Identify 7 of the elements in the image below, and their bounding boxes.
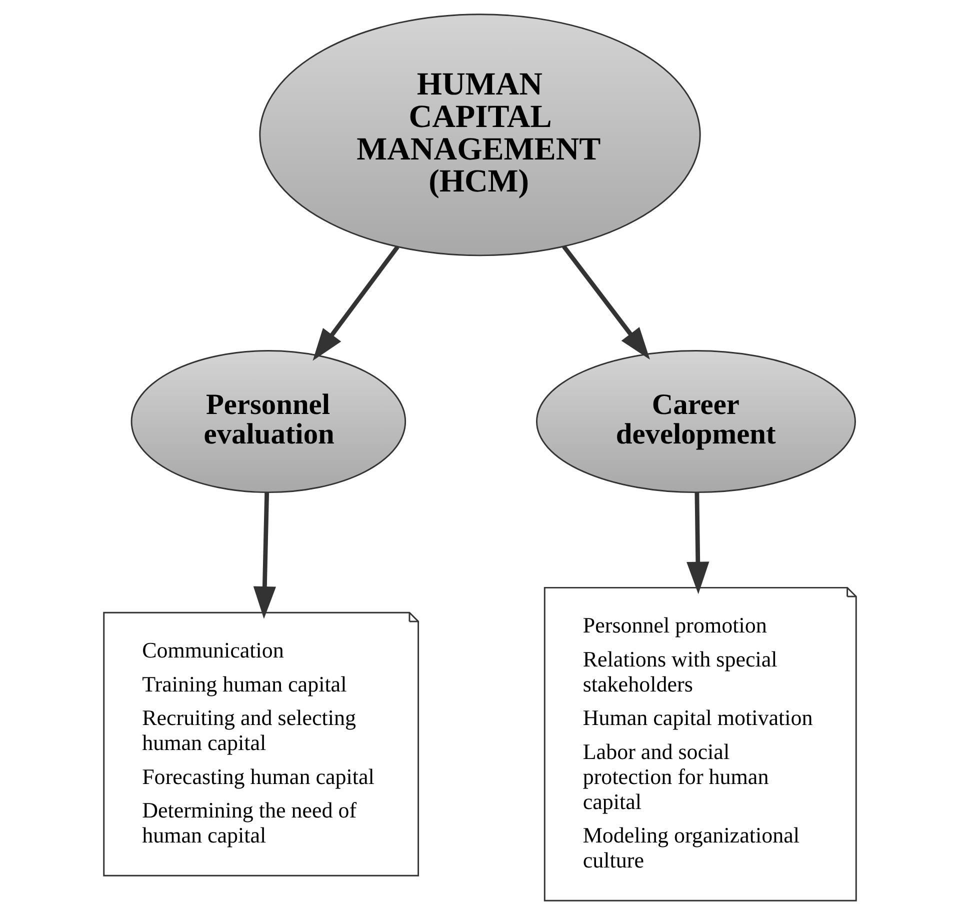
node-ellipse: Personnel evaluation [130,350,406,494]
node-ellipse: HUMAN CAPITAL MANAGEMENT (HCM) [258,14,700,256]
arrow [686,492,709,594]
arrow [252,492,276,619]
arrow [312,246,399,361]
node-ellipse: Career development [536,350,856,494]
arrow [562,245,650,360]
